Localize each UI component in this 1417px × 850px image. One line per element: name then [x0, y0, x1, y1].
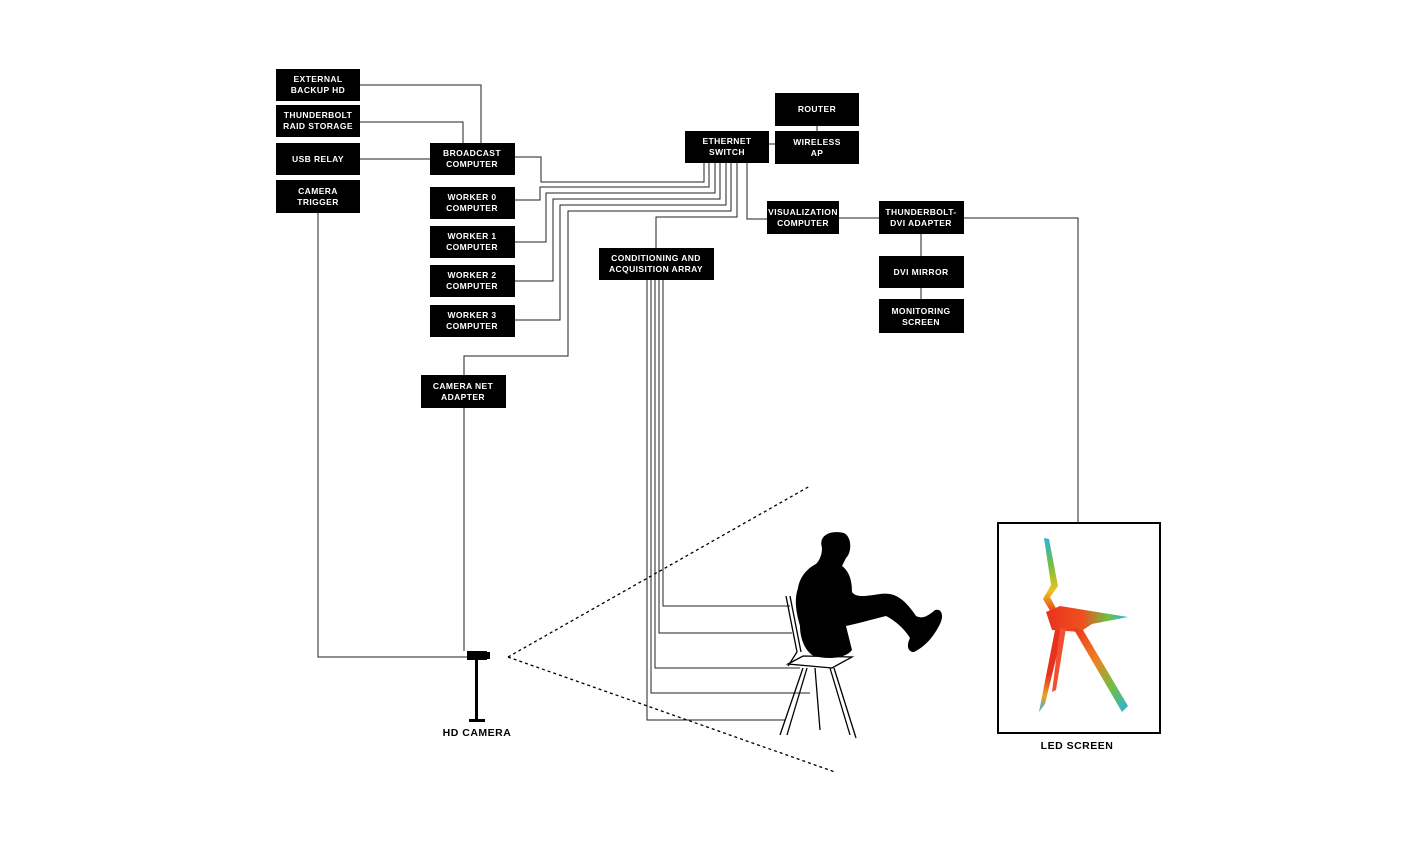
- dvi-mirror-label: DVI MIRROR: [894, 267, 949, 277]
- worker-1-line2: COMPUTER: [446, 242, 498, 252]
- worker-3-line1: WORKER 3: [447, 310, 496, 320]
- worker-2-computer-box: WORKER 2 COMPUTER: [430, 265, 515, 297]
- camera-field-of-view: [507, 485, 836, 773]
- worker-1-computer-box: WORKER 1 COMPUTER: [430, 226, 515, 258]
- ethernet-switch-line2: SWITCH: [709, 147, 745, 157]
- thunderbolt-dvi-adapter-box: THUNDERBOLT- DVI ADAPTER: [879, 201, 964, 234]
- hd-camera: [467, 651, 490, 722]
- router-label: ROUTER: [798, 104, 836, 114]
- wire-worker1-to-switch: [515, 163, 716, 243]
- hd-camera-label: HD CAMERA: [443, 727, 512, 739]
- wireless-ap-line2: AP: [811, 148, 824, 158]
- wire-dvi-to-led: [964, 217, 1079, 523]
- monitoring-screen-line1: MONITORING: [891, 306, 950, 316]
- worker-0-line1: WORKER 0: [447, 192, 496, 202]
- conditioning-acquisition-array-box: CONDITIONING AND ACQUISITION ARRAY: [599, 248, 714, 280]
- worker-2-line1: WORKER 2: [447, 270, 496, 280]
- conditioning-array-line1: CONDITIONING AND: [611, 253, 701, 263]
- wire-worker2-to-switch: [515, 163, 721, 282]
- camera-trigger-line1: CAMERA: [298, 186, 338, 196]
- wire-worker3-to-switch: [515, 163, 727, 321]
- worker-1-line1: WORKER 1: [447, 231, 496, 241]
- wire-backup-to-broadcast: [360, 84, 482, 146]
- wire-netadapter-to-switch: [463, 163, 732, 375]
- camera-trigger-box: CAMERA TRIGGER: [276, 180, 360, 213]
- worker-0-line2: COMPUTER: [446, 203, 498, 213]
- wire-sensor-4: [650, 280, 810, 694]
- external-backup-hd-box: EXTERNAL BACKUP HD: [276, 69, 360, 101]
- led-screen: [997, 522, 1161, 734]
- wire-broadcast-to-switch: [515, 156, 705, 183]
- chair-outline: [779, 595, 857, 739]
- wire-sensor-5: [646, 280, 785, 721]
- thunderbolt-raid-storage-box: THUNDERBOLT RAID STORAGE: [276, 105, 360, 137]
- camera-trigger-line2: TRIGGER: [297, 197, 339, 207]
- broadcast-computer-line1: BROADCAST: [443, 148, 501, 158]
- connection-wires: [317, 84, 1079, 721]
- chair-heatmap-visualization: [1039, 538, 1128, 712]
- thunderbolt-dvi-line2: DVI ADAPTER: [890, 218, 952, 228]
- camera-net-adapter-line1: CAMERA NET: [433, 381, 494, 391]
- visualization-computer-line2: COMPUTER: [777, 218, 829, 228]
- worker-3-computer-box: WORKER 3 COMPUTER: [430, 305, 515, 337]
- ethernet-switch-line1: ETHERNET: [702, 136, 751, 146]
- wire-raid-to-broadcast: [360, 121, 464, 146]
- thunderbolt-raid-line2: RAID STORAGE: [283, 121, 353, 131]
- visualization-computer-line1: VISUALIZATION: [768, 207, 838, 217]
- broadcast-computer-box: BROADCAST COMPUTER: [430, 143, 515, 175]
- broadcast-computer-line2: COMPUTER: [446, 159, 498, 169]
- dvi-mirror-box: DVI MIRROR: [879, 256, 964, 288]
- worker-2-line2: COMPUTER: [446, 281, 498, 291]
- wire-worker0-to-switch: [515, 163, 710, 201]
- worker-3-line2: COMPUTER: [446, 321, 498, 331]
- camera-net-adapter-box: CAMERA NET ADAPTER: [421, 375, 506, 408]
- visualization-computer-box: VISUALIZATION COMPUTER: [767, 201, 839, 234]
- wire-sensor-2: [658, 280, 792, 634]
- wire-trigger-to-camera: [317, 213, 467, 658]
- wireless-ap-box: WIRELESS AP: [775, 131, 859, 164]
- ethernet-switch-box: ETHERNET SWITCH: [685, 131, 769, 163]
- usb-relay-box: USB RELAY: [276, 143, 360, 175]
- wire-sensor-1: [662, 280, 790, 607]
- thunderbolt-dvi-line1: THUNDERBOLT-: [885, 207, 956, 217]
- external-backup-hd-line2: BACKUP HD: [291, 85, 345, 95]
- seated-person-silhouette: [779, 532, 943, 739]
- monitoring-screen-line2: SCREEN: [902, 317, 940, 327]
- router-box: ROUTER: [775, 93, 859, 126]
- led-screen-label: LED SCREEN: [1041, 740, 1114, 752]
- external-backup-hd-line1: EXTERNAL: [293, 74, 342, 84]
- usb-relay-label: USB RELAY: [292, 154, 344, 164]
- wireless-ap-line1: WIRELESS: [793, 137, 841, 147]
- wire-visualization-to-switch: [746, 163, 767, 220]
- wire-conditioning-to-switch: [655, 163, 738, 248]
- wire-sensor-3: [654, 280, 800, 669]
- conditioning-array-line2: ACQUISITION ARRAY: [609, 264, 703, 274]
- worker-0-computer-box: WORKER 0 COMPUTER: [430, 187, 515, 219]
- thunderbolt-raid-line1: THUNDERBOLT: [284, 110, 353, 120]
- camera-net-adapter-line2: ADAPTER: [441, 392, 485, 402]
- monitoring-screen-box: MONITORING SCREEN: [879, 299, 964, 333]
